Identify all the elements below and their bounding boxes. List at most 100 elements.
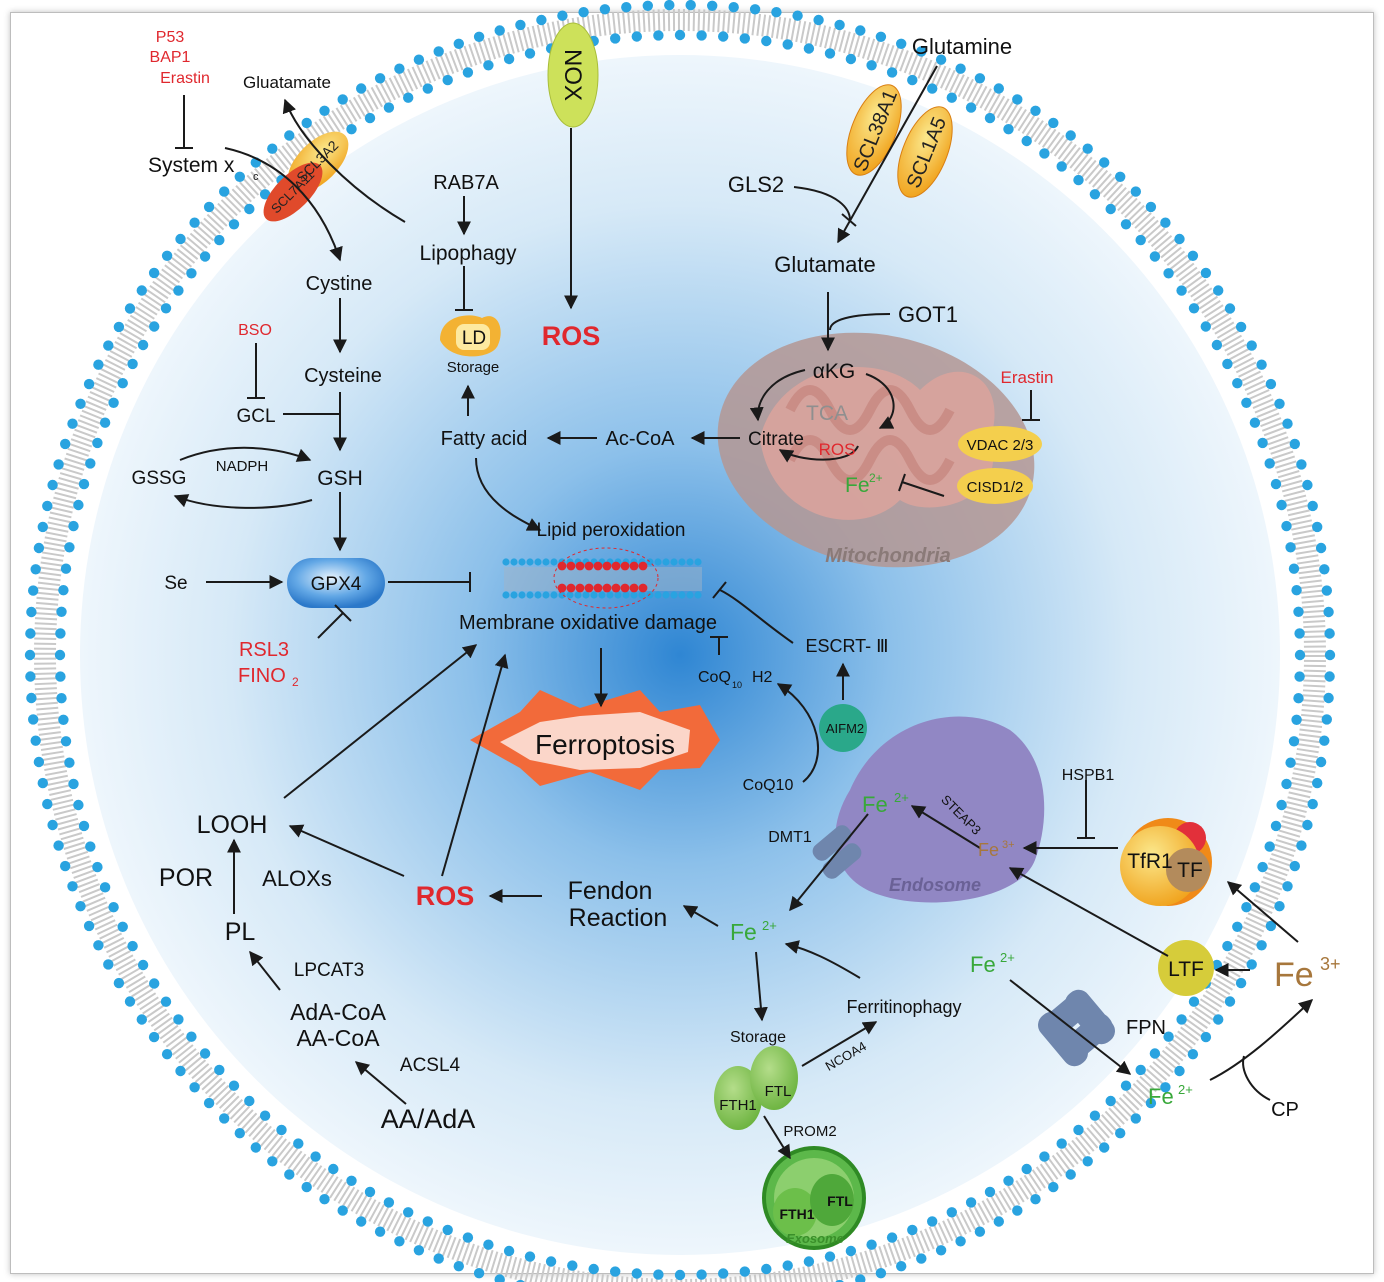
membrane-lipid-head: [782, 1260, 793, 1271]
membrane-lipid-head: [1288, 736, 1300, 747]
membrane-lipid-head: [935, 54, 947, 65]
membrane-lipid-head: [117, 921, 128, 932]
membrane-lipid-head: [30, 564, 41, 575]
membrane-lipid-head: [1321, 714, 1333, 725]
membrane-lipid-head: [228, 219, 240, 230]
bilayer-lipid-head: [662, 558, 670, 566]
oxidized-lipid-head: [593, 583, 603, 593]
membrane-lipid-head: [442, 1224, 453, 1236]
membrane-lipid-head: [47, 819, 58, 831]
bilayer-lipid-head: [614, 591, 622, 599]
membrane-lipid-head: [1276, 799, 1287, 811]
oxidized-lipid-head: [629, 583, 639, 593]
membrane-lipid-head: [803, 1256, 815, 1267]
membrane-lipid-head: [68, 778, 79, 790]
membrane-lipid-head: [68, 520, 79, 532]
membrane-lipid-head: [1281, 520, 1292, 532]
membrane-lipid-head: [1213, 285, 1224, 296]
membrane-lipid-head: [374, 73, 386, 84]
bilayer-lipid-head: [502, 558, 510, 566]
membrane-lipid-head: [219, 1113, 230, 1124]
membrane-lipid-head: [186, 1031, 197, 1042]
membrane-lipid-head: [346, 124, 357, 135]
membrane-lipid-head: [127, 358, 138, 370]
membrane-lipid-head: [374, 1226, 386, 1237]
membrane-lipid-head: [792, 10, 803, 21]
membrane-lipid-head: [37, 521, 48, 533]
bilayer-lipid-head: [678, 591, 686, 599]
membrane-lipid-head: [75, 901, 86, 912]
membrane-lipid-head: [284, 130, 295, 141]
membrane-lipid-head: [453, 1261, 464, 1272]
erastin-top-label: Erastin: [160, 70, 210, 87]
membrane-lipid-head: [37, 777, 48, 789]
membrane-lipid-head: [189, 217, 200, 228]
bilayer-lipid-head: [542, 591, 550, 599]
bilayer-lipid-head: [606, 591, 614, 599]
membrane-lipid-head: [1282, 418, 1293, 429]
membrane-lipid-head: [567, 1260, 578, 1271]
oxidized-lipid-head: [638, 561, 648, 571]
membrane-lipid-head: [927, 83, 938, 94]
membrane-lipid-head: [173, 285, 184, 296]
membrane-lipid-head: [515, 19, 526, 31]
bilayer-lipid-head: [582, 591, 590, 599]
fendon-label: Fendon: [568, 877, 653, 905]
membrane-lipid-head: [653, 1269, 664, 1280]
membrane-lipid-head: [442, 74, 453, 86]
membrane-lipid-head: [47, 479, 58, 491]
membrane-lipid-head: [33, 756, 45, 768]
membrane-lipid-head: [1270, 820, 1282, 832]
membrane-lipid-head: [124, 996, 136, 1007]
se-label: Se: [164, 573, 187, 594]
oxidized-lipid-head: [566, 561, 576, 571]
membrane-lipid-head: [1115, 171, 1126, 182]
membrane-lipid-head: [64, 542, 75, 553]
membrane-lipid-head: [739, 33, 750, 44]
coq10h2-label: CoQ: [698, 669, 731, 686]
ada-coa-label: AdA-CoA: [290, 999, 387, 1025]
membrane-lipid-head: [244, 203, 255, 215]
bap1-label: BAP1: [150, 49, 191, 66]
aa-ada-label: AA/AdA: [381, 1104, 476, 1134]
oxidized-lipid-head: [611, 561, 621, 571]
membrane-lipid-head: [1135, 1064, 1146, 1076]
gpx4-label: GPX4: [311, 574, 362, 595]
coq10h2-tail: H2: [752, 669, 773, 686]
membrane-lipid-head: [483, 1239, 494, 1250]
membrane-lipid-head: [718, 31, 729, 42]
membrane-lipid-head: [1323, 692, 1334, 704]
lipophagy-label: Lipophagy: [420, 242, 517, 265]
membrane-lipid-head: [78, 820, 90, 832]
membrane-lipid-head: [916, 1253, 927, 1264]
acsl4-label: ACSL4: [400, 1055, 461, 1076]
membrane-lipid-head: [1163, 1031, 1174, 1042]
ferroptosis-label: Ferroptosis: [535, 729, 675, 760]
membrane-lipid-head: [984, 112, 996, 124]
membrane-lipid-head: [113, 321, 125, 333]
mitochondria-label: Mitochondria: [825, 545, 951, 567]
membrane-lipid-head: [1232, 921, 1243, 932]
membrane-lipid-head: [1274, 901, 1285, 912]
oxidized-lipid-head: [602, 561, 612, 571]
aa-coa-label: AA-CoA: [296, 1025, 380, 1051]
fe3-out-superscript: 3+: [1320, 954, 1341, 974]
membrane-lipid-head: [855, 25, 866, 36]
membrane-lipid-head: [1003, 1175, 1014, 1187]
membrane-lipid-head: [267, 1156, 278, 1167]
membrane-lipid-head: [1030, 105, 1041, 117]
membrane-lipid-head: [214, 234, 225, 246]
got1-label: GOT1: [898, 302, 958, 327]
membrane-lipid-head: [403, 92, 414, 103]
ros-top-label: ROS: [542, 321, 601, 351]
membrane-lipid-head: [25, 628, 36, 639]
bilayer-lipid-head: [694, 558, 702, 566]
membrane-lipid-head: [1163, 268, 1174, 279]
endosome: Endosome: [812, 716, 1045, 903]
fe2-endo-superscript: 2+: [894, 790, 909, 805]
endosome-label: Endosome: [889, 875, 981, 895]
membrane-lipid-head: [875, 1268, 887, 1279]
membrane-lipid-head: [75, 398, 86, 409]
dmt1-label: DMT1: [768, 829, 812, 846]
membrane-lipid-head: [718, 1268, 729, 1279]
